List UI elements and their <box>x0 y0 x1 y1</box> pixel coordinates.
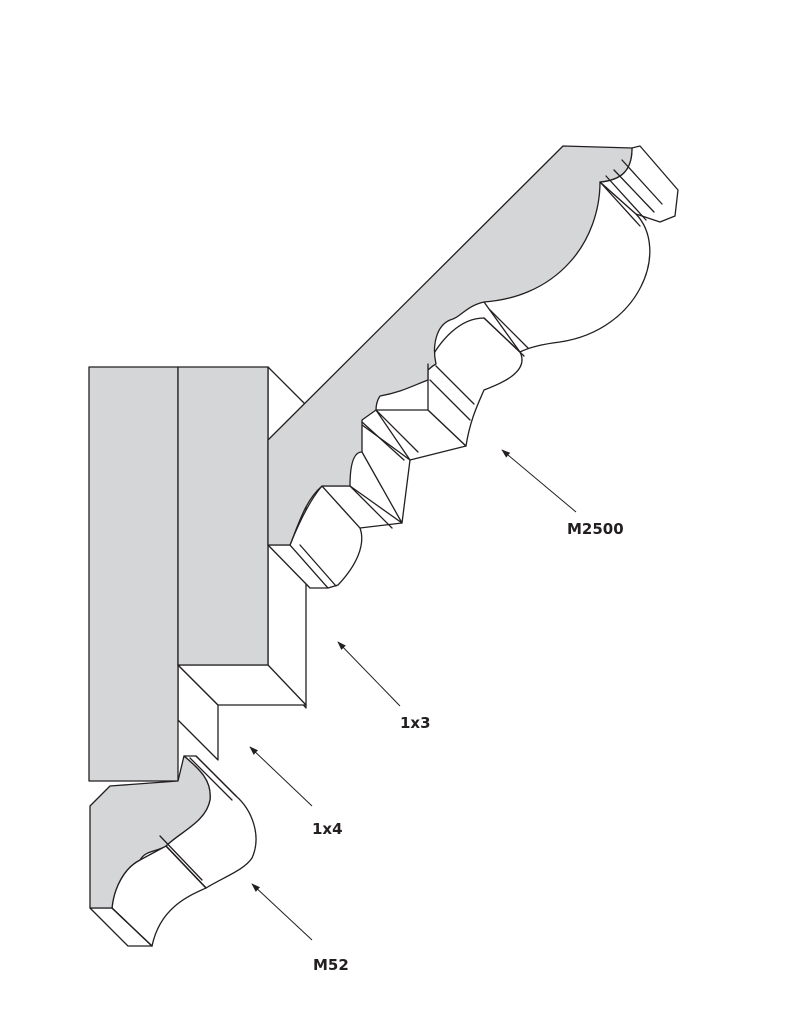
m2500-groove-lines <box>299 159 663 587</box>
1x4-front-face <box>88 366 179 782</box>
m2500-bead-face-upper <box>427 317 523 447</box>
1x4-board <box>88 366 219 782</box>
callout-1x3-label: 1x3 <box>400 714 431 732</box>
callout-m52-leader <box>251 883 313 941</box>
callout-1x4: 1x4 <box>249 746 343 838</box>
callout-m2500: M2500 <box>501 449 624 538</box>
1x3-front-face <box>177 366 269 666</box>
callout-1x4-label: 1x4 <box>312 820 343 838</box>
callout-m52: M52 <box>251 883 349 974</box>
callout-m2500-leader <box>501 449 577 513</box>
m52-moulding <box>89 755 257 947</box>
m2500-crown-moulding <box>267 145 679 589</box>
callout-1x3-leader <box>337 641 401 707</box>
callout-1x3: 1x3 <box>337 641 431 732</box>
m2500-cove-face <box>483 181 651 353</box>
callout-m2500-label: M2500 <box>567 520 624 538</box>
m52-groove-lines <box>111 755 237 947</box>
m2500-profile-end-face <box>267 145 633 546</box>
callout-m52-label: M52 <box>313 956 349 974</box>
callout-1x4-leader <box>249 746 313 807</box>
